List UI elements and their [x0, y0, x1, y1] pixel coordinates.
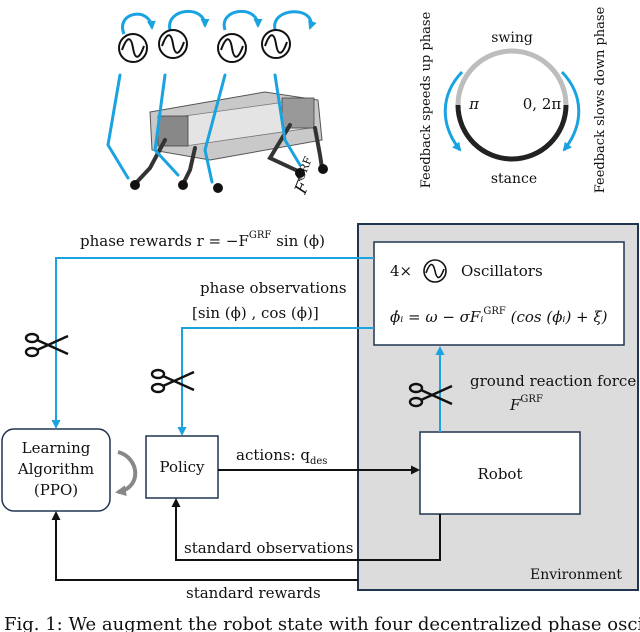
phase-circle: swing stance π 0, 2π Feedback speeds up …: [419, 6, 608, 193]
actions-label: actions: qdes: [236, 446, 327, 467]
standard-rewards-line: [51, 511, 358, 581]
oscillators-label: Oscillators: [461, 262, 543, 280]
robot-label: Robot: [478, 465, 523, 483]
scissors-icon: [24, 332, 69, 358]
environment-label: Environment: [530, 567, 622, 583]
swing-arc: [455, 48, 569, 106]
phase-rewards-line: [51, 257, 374, 429]
oscillator-icon: [118, 33, 148, 63]
robot-box: [419, 431, 581, 515]
oscillator-icons: [118, 29, 291, 63]
phase-observations-line: [177, 327, 374, 436]
stance-arc: [455, 104, 569, 162]
policy-box: [145, 435, 219, 499]
oscillators-count: 4×: [390, 262, 412, 280]
grf-label: ground reaction force: [470, 372, 636, 390]
leg-feedback-lines: [106, 73, 302, 184]
update-loop-arrow: [115, 450, 138, 497]
learning-label-line2: Algorithm: [17, 460, 94, 478]
scissors-icon: [408, 382, 453, 408]
figure-caption: Fig. 1: We augment the robot state with …: [4, 614, 640, 632]
slowdown-arrow: [560, 70, 581, 152]
oscillator-equation: ϕ̇ᵢ = ω − σFᵢGRF (cos (ϕᵢ) + ξ): [390, 306, 608, 326]
oscillator-icon: [158, 29, 188, 59]
phase-rewards-label: phase rewards r = −FGRF sin (ϕ): [80, 230, 325, 250]
standard-rewards-label: standard rewards: [186, 584, 321, 602]
oscillator-icon: [217, 33, 247, 63]
standard-observations-label: standard observations: [184, 539, 353, 557]
oscillators-box: [373, 241, 625, 346]
policy-label: Policy: [160, 458, 206, 476]
phase-observations-label-2: [sin (ϕ) , cos (ϕ)]: [192, 304, 319, 322]
oscillator-loops: [121, 10, 317, 35]
zero-label: 0, 2π: [523, 95, 562, 113]
oscillator-icon: [423, 259, 447, 283]
phase-observations-label-1: phase observations: [200, 279, 347, 297]
oscillator-icon: [261, 29, 291, 59]
standard-observations-line: [171, 498, 441, 561]
learning-label-line1: Learning: [22, 439, 91, 457]
stance-label: stance: [491, 171, 537, 187]
grf-symbol: FGRF: [509, 394, 543, 414]
swing-label: swing: [491, 30, 533, 46]
scissors-icon: [150, 368, 195, 394]
slowdown-note: Feedback slows down phase: [593, 6, 608, 193]
pi-label: π: [468, 95, 480, 113]
speedup-note: Feedback speeds up phase: [419, 11, 434, 188]
force-label: FGRF: [289, 154, 324, 197]
speedup-arrow: [443, 70, 464, 152]
learning-label-line3: (PPO): [34, 481, 78, 499]
